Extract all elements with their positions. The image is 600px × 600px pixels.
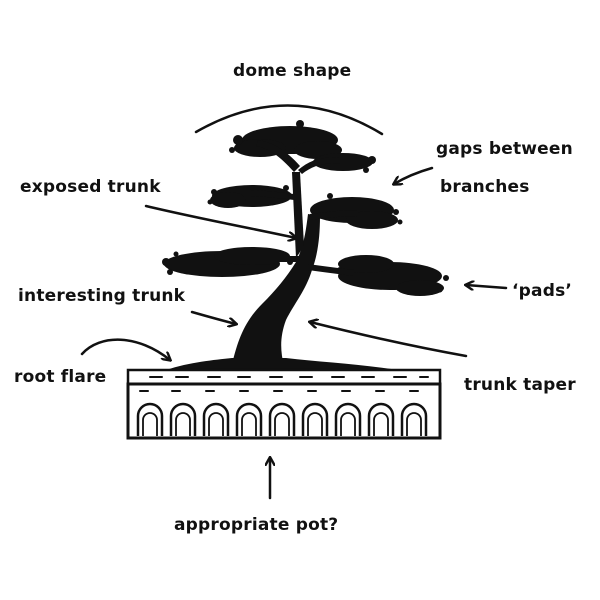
pot-arch — [169, 402, 197, 436]
label-appropriate-pot: appropriate pot? — [174, 515, 339, 535]
annotation-arrows — [80, 166, 508, 500]
pot-arch — [334, 402, 362, 436]
pot-arch-inner — [373, 412, 389, 436]
pot-arch — [301, 402, 329, 436]
label-root-flare: root flare — [14, 367, 107, 387]
arrow-pads — [466, 285, 508, 288]
arrow-root-flare — [80, 338, 170, 360]
pot-arch-inner — [340, 412, 356, 436]
label-branches: branches — [440, 177, 530, 197]
pot-arch-inner — [307, 412, 323, 436]
label-gaps-between: gaps between — [436, 139, 573, 159]
arrow-trunk-taper — [310, 322, 468, 358]
label-dome-shape: dome shape — [233, 61, 352, 81]
dome-arc — [194, 104, 384, 136]
pot-arch — [268, 402, 296, 436]
label-interesting-trunk: interesting trunk — [18, 286, 186, 306]
right-pad — [337, 255, 449, 296]
pot-arch-inner — [274, 412, 290, 436]
arrow-gaps-between-branches — [394, 166, 434, 184]
label-exposed-trunk: exposed trunk — [20, 177, 161, 197]
pot — [126, 368, 442, 440]
pot-arch — [400, 402, 428, 436]
arrow-exposed-trunk — [144, 204, 296, 238]
trunk — [232, 140, 358, 366]
pot-arch-inner — [241, 412, 257, 436]
pot-arches — [136, 402, 428, 436]
label-trunk-taper: trunk taper — [464, 375, 576, 395]
pot-arch-inner — [406, 412, 422, 436]
pot-arch-inner — [175, 412, 191, 436]
pot-arch — [136, 402, 164, 436]
pot-arch-inner — [208, 412, 224, 436]
arrow-interesting-trunk — [190, 310, 236, 324]
top-pad — [229, 120, 376, 173]
label-pads: ‘pads’ — [512, 281, 573, 301]
pot-arch — [367, 402, 395, 436]
pot-arch-inner — [142, 412, 158, 436]
pot-arch — [235, 402, 263, 436]
pot-arch — [202, 402, 230, 436]
